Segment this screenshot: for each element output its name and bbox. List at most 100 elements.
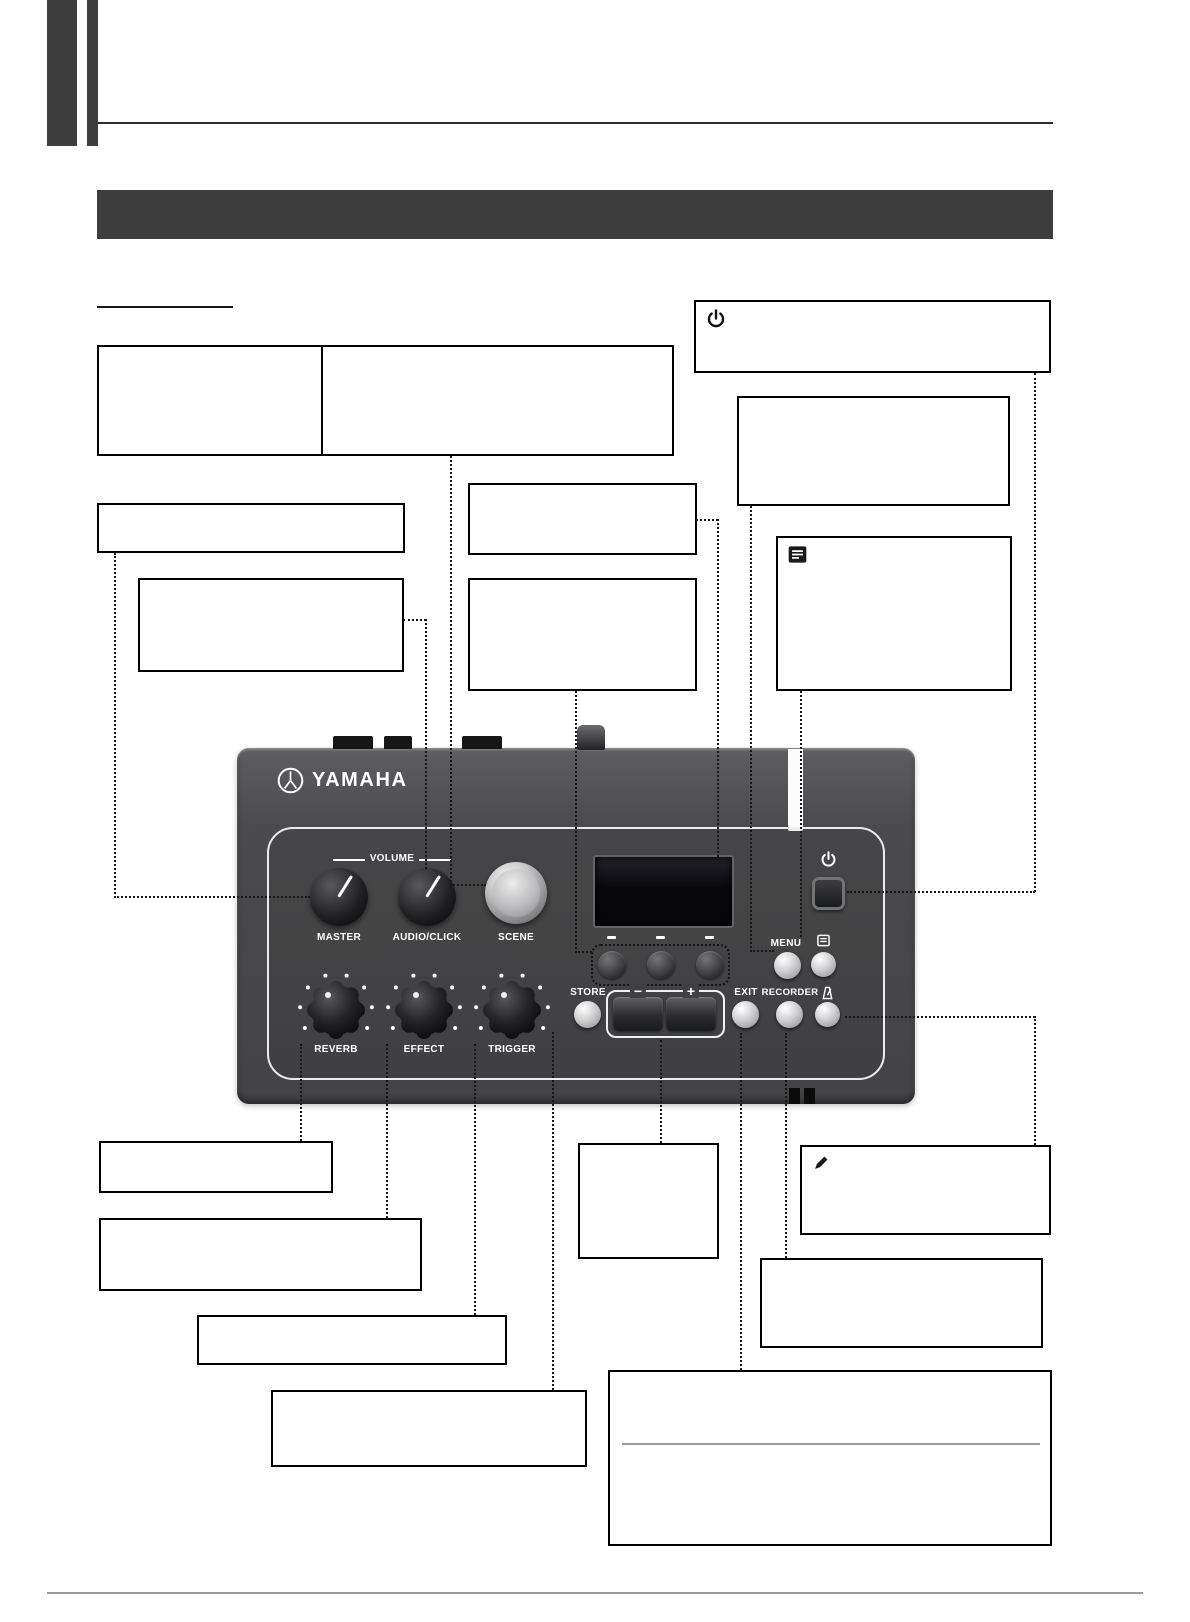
function-button-1[interactable]: [598, 951, 626, 979]
callout-scene-table: [97, 345, 674, 456]
leader-line-click-v: [800, 691, 802, 937]
chapter-header-bar: [97, 190, 1053, 239]
label-stripe: [788, 749, 803, 831]
bottom-tab: [789, 1088, 800, 1104]
leader-line-audio-click-v: [425, 619, 427, 869]
margin-bar-thin: [87, 0, 98, 146]
effect-knob-label: EFFECT: [403, 1044, 445, 1055]
store-button-label: STORE: [570, 987, 606, 998]
leader-line-reverb-v: [300, 1044, 302, 1141]
leader-line-master-v: [114, 553, 116, 898]
plus-minus-group-outline: [606, 990, 725, 1038]
reverb-knob-label: REVERB: [314, 1044, 358, 1055]
effect-knob[interactable]: [382, 968, 466, 1052]
brand-logo: YAMAHA: [277, 767, 408, 794]
function-button-3[interactable]: [696, 951, 724, 979]
callout-audio-click: [138, 578, 404, 672]
scene-knob-label: SCENE: [498, 932, 534, 943]
leader-line-scene-h: [450, 884, 486, 886]
lcd-display: [593, 855, 734, 928]
store-button[interactable]: [574, 1001, 601, 1028]
metronome-icon: [822, 986, 833, 1000]
volume-rule-right: [419, 859, 451, 861]
pencil-icon: [815, 1156, 828, 1169]
recorder-button-label: RECORDER: [761, 987, 819, 998]
click-button[interactable]: [811, 952, 836, 977]
menu-button-label: MENU: [770, 938, 802, 949]
function-button-mark: [705, 936, 714, 939]
leader-line-effect-v: [386, 1044, 388, 1218]
leader-line-menu-h: [750, 950, 774, 952]
plus-button[interactable]: [666, 997, 716, 1031]
function-button-group-outline: [591, 944, 730, 986]
leader-line-metronome-h: [845, 1016, 1035, 1018]
callout-display: [468, 483, 697, 555]
recorder-button[interactable]: [776, 1001, 803, 1028]
rear-connector-tab: [462, 736, 502, 749]
callout-click: [776, 536, 1012, 691]
scene-knob[interactable]: [485, 862, 547, 924]
leader-line-power-v: [1034, 373, 1036, 892]
bottom-tab: [804, 1088, 815, 1104]
callout-master: [97, 503, 405, 553]
exit-button[interactable]: [732, 1001, 759, 1028]
callout-power: [694, 300, 1051, 373]
audio-click-volume-knob[interactable]: [398, 868, 456, 926]
header-rule: [97, 122, 1053, 124]
footer-rule: [47, 1592, 1143, 1594]
volume-rule-left: [333, 859, 365, 861]
callout-menu: [737, 396, 1010, 506]
menu-button[interactable]: [774, 952, 801, 979]
leader-line-master-h: [114, 896, 310, 898]
list-icon: [788, 546, 807, 563]
leader-line-power-h: [847, 891, 1035, 893]
exit-button-label: EXIT: [734, 987, 758, 998]
callout-scene-table-divider: [321, 347, 323, 454]
rear-connector-tab: [333, 736, 373, 749]
knob-pointer: [336, 875, 353, 898]
callout-metronome-note: [800, 1145, 1051, 1235]
audio-click-knob-label: AUDIO/CLICK: [392, 932, 462, 943]
leader-line-trigger-v: [474, 1044, 476, 1315]
callout-plus-minus: [578, 1143, 719, 1259]
plus-symbol: +: [682, 984, 700, 998]
master-knob-label: MASTER: [316, 932, 362, 943]
trigger-knob[interactable]: [470, 968, 554, 1052]
yamaha-tuning-fork-icon: [277, 767, 304, 794]
minus-symbol: −: [629, 984, 647, 998]
power-icon: [821, 851, 836, 867]
function-button-mark: [607, 936, 616, 939]
callout-exit-divider: [622, 1443, 1040, 1445]
margin-bar-wide: [47, 0, 77, 146]
leader-line-audio-click-h: [403, 619, 426, 621]
callout-function-buttons: [468, 578, 697, 691]
leader-line-scene-v: [450, 456, 452, 886]
callout-reverb: [99, 1141, 333, 1193]
callout-trigger: [197, 1315, 507, 1365]
power-button[interactable]: [812, 877, 845, 910]
leader-line-function-v: [575, 691, 577, 953]
minus-button[interactable]: [613, 997, 663, 1031]
callout-recorder: [760, 1258, 1043, 1348]
mount-thumbscrew[interactable]: [577, 725, 605, 750]
callout-store: [271, 1390, 587, 1467]
metronome-button[interactable]: [815, 1002, 840, 1027]
section-title-underline: [97, 306, 233, 308]
leader-line-display-h: [696, 519, 718, 521]
leader-line-function-h: [575, 951, 592, 953]
function-button-2[interactable]: [647, 951, 675, 979]
leader-line-metronome-v: [1034, 1016, 1036, 1145]
callout-exit: [608, 1370, 1052, 1546]
knob-pointer: [424, 875, 441, 898]
volume-section-label: VOLUME: [369, 853, 415, 864]
leader-line-recorder-v: [785, 1033, 787, 1258]
brand-name: YAMAHA: [312, 769, 408, 791]
leader-line-display-v: [717, 519, 719, 857]
rear-connector-tab: [384, 736, 412, 749]
function-button-mark: [656, 936, 665, 939]
callout-effect: [99, 1218, 422, 1291]
leader-line-menu-v: [750, 506, 752, 952]
master-volume-knob[interactable]: [310, 868, 368, 926]
reverb-knob[interactable]: [294, 968, 378, 1052]
leader-line-store-v: [552, 1032, 554, 1390]
